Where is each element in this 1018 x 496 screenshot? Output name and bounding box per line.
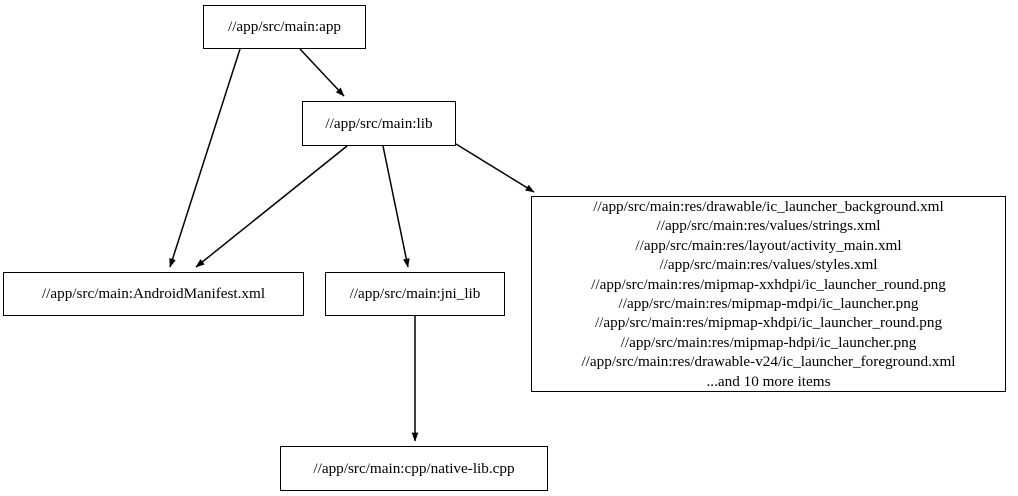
graph-node-app-label: //app/src/main:app — [227, 18, 342, 36]
graph-node-lib[interactable]: //app/src/main:lib — [302, 101, 456, 146]
graph-node-jni-lib-label: //app/src/main:jni_lib — [349, 285, 481, 303]
edge-app-to-manifest — [169, 48, 241, 268]
graph-node-native-lib-cpp[interactable]: //app/src/main:cpp/native-lib.cpp — [280, 446, 548, 491]
graph-node-res-group[interactable]: //app/src/main:res/drawable/ic_launcher_… — [531, 196, 1006, 392]
graph-node-app[interactable]: //app/src/main:app — [203, 5, 366, 49]
graph-node-res-group-label: //app/src/main:res/drawable/ic_launcher_… — [581, 197, 956, 390]
edge-lib-to-jni-lib — [382, 145, 410, 268]
graph-node-jni-lib[interactable]: //app/src/main:jni_lib — [325, 272, 505, 316]
graph-node-native-lib-cpp-label: //app/src/main:cpp/native-lib.cpp — [313, 459, 515, 477]
graph-node-lib-label: //app/src/main:lib — [325, 114, 433, 132]
edge-app-to-lib — [299, 48, 345, 97]
edge-lib-to-manifest — [195, 145, 348, 268]
graph-node-android-manifest[interactable]: //app/src/main:AndroidManifest.xml — [3, 272, 304, 316]
edge-lib-to-res — [455, 143, 535, 193]
graph-node-android-manifest-label: //app/src/main:AndroidManifest.xml — [41, 285, 266, 303]
